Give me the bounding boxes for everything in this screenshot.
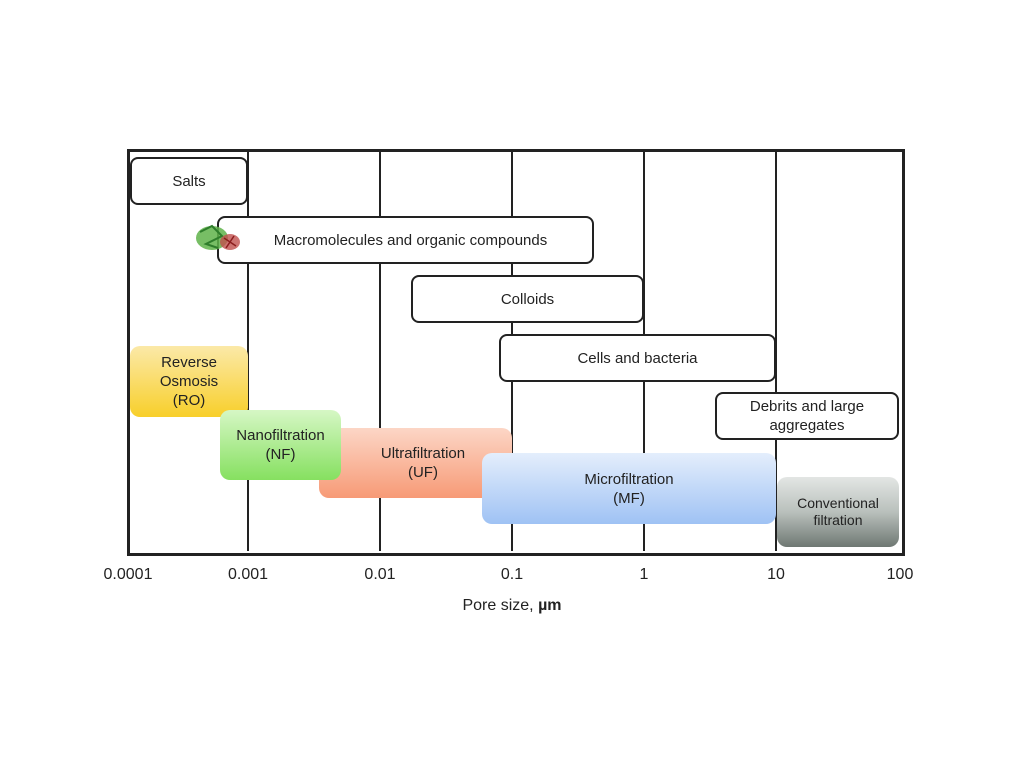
debris-label-line: Debrits and large	[749, 398, 865, 415]
tick-label: 1	[639, 566, 649, 583]
ultrafiltration-box: Ultrafiltration (UF)	[319, 428, 512, 498]
x-axis-label-text: Pore size,	[462, 597, 539, 614]
tick-label: 100	[886, 566, 914, 583]
tick-label: 0.0001	[103, 566, 153, 583]
nanofiltration-box: Nanofiltration (NF)	[220, 410, 341, 480]
x-axis-unit: µm	[538, 597, 562, 614]
mf-label-line: Microfiltration	[584, 470, 674, 488]
colloids-box: Colloids	[411, 275, 644, 323]
debris-box: Debrits and large aggregates	[715, 392, 899, 440]
gridline	[247, 151, 249, 551]
tick-label: 0.1	[500, 566, 524, 583]
cells-bacteria-box: Cells and bacteria	[499, 334, 776, 382]
plot-frame	[127, 149, 905, 556]
tick-label: 0.01	[364, 566, 396, 583]
nf-label-line: (NF)	[265, 446, 296, 463]
protein-icon	[196, 224, 240, 250]
x-axis-label: Pore size, µm	[0, 597, 1024, 615]
tick-label: 10	[767, 566, 785, 583]
macromolecules-box: Macromolecules and organic compounds	[217, 216, 594, 264]
mf-label-line: (MF)	[613, 489, 645, 507]
ro-label-line: Reverse	[161, 354, 217, 371]
uf-label-line: Ultrafiltration	[380, 445, 466, 462]
microfiltration-box: Microfiltration(MF)	[482, 453, 776, 524]
ro-label-line: (RO)	[172, 392, 206, 409]
nf-label-line: Nanofiltration	[236, 427, 325, 444]
gridline	[775, 151, 777, 551]
macromolecules-label: Macromolecules and organic compounds	[273, 231, 548, 249]
salts-box: Salts	[130, 157, 248, 205]
colloids-label: Colloids	[500, 290, 555, 308]
cells-bacteria-label: Cells and bacteria	[577, 349, 698, 367]
cf-label-line: filtration	[813, 512, 863, 528]
uf-label-line: (UF)	[407, 464, 438, 481]
cf-label-line: Conventional	[797, 495, 879, 511]
ro-label-line: Osmosis	[159, 373, 219, 390]
salts-label: Salts	[172, 172, 206, 190]
gridline	[379, 151, 381, 551]
debris-label-line: aggregates	[769, 417, 845, 434]
tick-label: 0.001	[227, 566, 269, 583]
